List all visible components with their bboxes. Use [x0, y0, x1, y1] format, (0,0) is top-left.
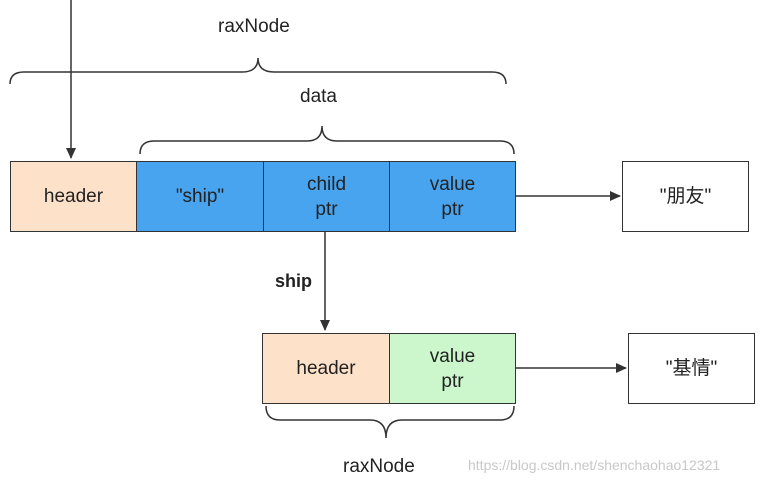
child-ptr-line-1: child [306, 173, 347, 195]
bottom-raxnode-label: raxNode [343, 456, 415, 477]
data-brace [139, 125, 515, 155]
bottom-value-box: "基情" [628, 333, 755, 404]
top-header-cell: header [10, 161, 137, 232]
data-label: data [300, 86, 337, 107]
bottom-raxnode-brace [265, 405, 515, 439]
bottom-value-ptr-line-1: value [429, 345, 476, 367]
bottom-value-ptr-cell: value ptr [389, 333, 516, 404]
ship-edge-label: ship [275, 271, 313, 291]
bottom-value-ptr-line-2: ptr [441, 370, 464, 392]
top-key-cell: "ship" [136, 161, 264, 232]
top-value-ptr-line-1: value [429, 173, 476, 195]
top-value-ptr-cell: value ptr [389, 161, 516, 232]
top-raxnode-brace [9, 57, 507, 85]
top-raxnode-label: raxNode [218, 16, 290, 37]
child-ptr-line-2: ptr [315, 198, 338, 220]
watermark-url: https://blog.csdn.net/shenchaohao12321 [468, 457, 721, 473]
top-value-box: "朋友" [622, 161, 749, 232]
bottom-header-cell: header [262, 333, 390, 404]
top-value-ptr-line-2: ptr [441, 198, 464, 220]
top-child-ptr-cell: child ptr [263, 161, 390, 232]
